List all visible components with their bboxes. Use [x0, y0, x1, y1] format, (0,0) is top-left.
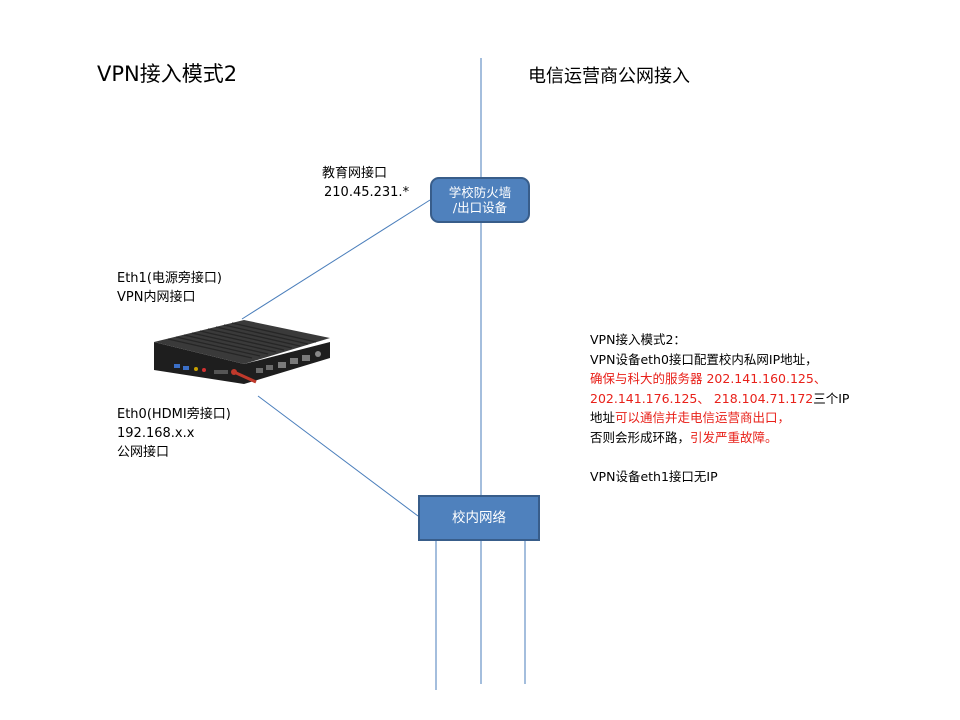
notes-line-6: 否则会形成环路，引发严重故障。: [590, 428, 849, 448]
eth0-label-line1: Eth0(HDMI旁接口): [117, 407, 231, 422]
diagram-title: VPN接入模式2: [97, 62, 238, 86]
notes-route-requirement: 可以通信并走电信运营商出口，: [615, 410, 791, 425]
notes-three-ip: 三个IP: [813, 390, 850, 406]
campus-network-label: 校内网络: [452, 509, 506, 526]
notes-line-1: VPN接入模式2：: [590, 332, 686, 347]
notes-line-2: VPN设备eth0接口配置校内私网IP地址，: [590, 351, 818, 367]
notes-line-7: VPN设备eth1接口无IP: [590, 468, 718, 484]
notes-line-4: 202.141.176.125、 218.104.71.172三个IP: [590, 389, 849, 409]
edu-to-eth1-line: [241, 199, 431, 320]
isp-access-title: 电信运营商公网接入: [528, 66, 690, 87]
edu-interface-label: 教育网接口 210.45.231.*: [322, 164, 409, 202]
notes-line-3: 确保与科大的服务器 202.141.160.125、: [590, 371, 827, 386]
firewall-label-line2: /出口设备: [452, 200, 508, 215]
edu-interface-name: 教育网接口: [322, 166, 388, 181]
eth0-to-campus-line: [257, 395, 419, 517]
notes-fault-warning: 引发严重故障。: [690, 429, 778, 445]
firewall-node: 学校防火墙 /出口设备: [430, 177, 530, 223]
vpn-device-image: [154, 320, 330, 384]
eth1-label-line2: VPN内网接口: [117, 290, 196, 305]
notes-address: 地址: [590, 410, 616, 425]
edu-interface-ip: 210.45.231.*: [324, 185, 410, 200]
notes-loop-warning: 否则会形成环路，: [590, 429, 691, 445]
notes-spacer: [590, 447, 849, 467]
notes-server-ips: 202.141.176.125、 218.104.71.172: [590, 390, 814, 406]
notes-line-5: 地址可以通信并走电信运营商出口，: [590, 408, 849, 428]
notes-block: VPN接入模式2： VPN设备eth0接口配置校内私网IP地址， 确保与科大的服…: [590, 330, 849, 486]
firewall-label-line1: 学校防火墙: [448, 185, 512, 200]
eth0-label: Eth0(HDMI旁接口) 192.168.x.x 公网接口: [117, 405, 231, 462]
eth1-label-line1: Eth1(电源旁接口): [117, 271, 222, 286]
eth0-label-line2: 192.168.x.x: [117, 426, 195, 441]
eth0-label-line3: 公网接口: [117, 445, 170, 460]
campus-network-node: 校内网络: [418, 495, 540, 541]
eth1-label: Eth1(电源旁接口) VPN内网接口: [117, 269, 222, 307]
